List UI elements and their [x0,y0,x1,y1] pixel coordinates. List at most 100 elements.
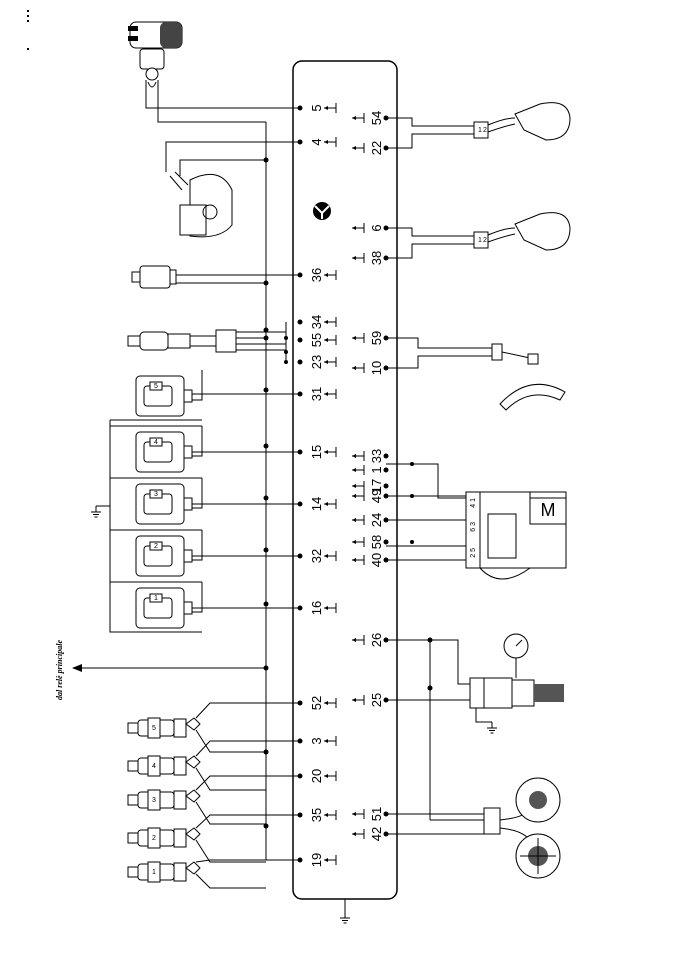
left-pin: 16 [297,601,337,615]
right-pin: 58 [351,535,389,549]
left-pin-label: 31 [309,387,324,401]
left-pin-label: 34 [309,315,324,329]
stepper-motor: M 4 1 6 3 2 5 [386,463,567,580]
coil-bus [96,420,202,633]
left-pin: 14 [297,497,337,511]
lambda-sensor [127,329,286,353]
svg-text:1: 1 [478,237,482,244]
idle-actuator [128,21,300,123]
right-pin: 22 [351,141,389,155]
right-pin-label: 33 [369,449,384,463]
coil-number: 1 [154,595,158,602]
right-pin-label: 22 [369,141,384,155]
injector-number: 4 [152,763,156,770]
fuel-injectors: 5 4 3 2 1 [127,702,300,889]
ignition-coils: 5 4 3 2 1 [110,370,300,629]
left-pin-label: 14 [309,497,324,511]
coolant-temp-sensor [131,265,300,289]
bus-junction [263,443,269,449]
right-pin: 25 [351,693,389,707]
fuel-injector: 2 [127,814,300,863]
ignition-coil: 2 [110,529,300,577]
left-pin-label: 3 [309,737,324,744]
right-pin: 1 [351,464,389,476]
injector-number: 1 [152,869,156,876]
throttle-body [165,141,300,238]
right-pin-label: 6 [369,224,384,231]
right-pin-label: 17 [369,479,384,493]
left-pin-label: 52 [309,696,324,710]
bus-junction [284,350,288,354]
svg-text:4 1: 4 1 [470,498,477,508]
ecu-ground [339,899,351,924]
right-pin-label: 25 [369,693,384,707]
left-pin-label: 4 [309,138,324,145]
left-pin-label: 16 [309,601,324,615]
bus-junction [263,547,269,553]
bus-junction [263,495,269,501]
knock-sensor-1: 1 2 [386,102,571,149]
left-pin: 34 [297,315,337,329]
left-pin: 32 [297,549,337,563]
left-pin-label: 23 [309,355,324,369]
ignition-coil: 5 [110,370,300,421]
left-pin-label: 32 [309,549,324,563]
coil-number: 3 [154,491,158,498]
right-pin-label: 1 [369,466,384,473]
right-pin-label: 38 [369,251,384,265]
svg-text:2 5: 2 5 [470,548,477,558]
svg-text:1: 1 [478,127,482,134]
fuel-injector: 5 [127,702,300,753]
fuel-injector: 1 [127,859,300,889]
bus-junction [263,327,269,333]
right-pin: 17 [351,479,389,493]
svg-text:6 3: 6 3 [470,522,477,532]
left-bus-wires [265,122,287,860]
right-pin-label: 42 [369,827,384,841]
left-pin-label: 15 [309,445,324,459]
left-pin-group: 5 4 36 34 55 23 31 15 14 32 16 52 3 20 35 19 [263,102,337,867]
left-pin-label: 35 [309,808,324,822]
fuel-injector: 3 [127,775,300,825]
left-pin: 23 [297,355,337,369]
right-pin-label: 10 [369,361,384,375]
ignition-coil: 3 [110,477,300,525]
right-pin-label: 40 [369,553,384,567]
fuel-injector: 4 [127,740,300,791]
knock-sensor-2: 1 2 [386,212,571,259]
main-relay-arrow [72,664,266,672]
pressure-sensor [386,633,564,820]
right-pin-label: 51 [369,807,384,821]
left-pin-label: 5 [309,104,324,111]
right-pin-label: 49 [369,489,384,503]
bus-junction [263,823,269,829]
injector-number: 5 [152,725,156,732]
coil-number: 4 [154,439,158,446]
left-pin-label: 55 [309,333,324,347]
coil-ground [90,505,102,518]
bus-junction [263,601,269,607]
pressure-ground [486,721,498,734]
injector-number: 3 [152,797,156,804]
right-pin: 59 [351,331,389,345]
injector-number: 2 [152,835,156,842]
left-pin-label: 36 [309,268,324,282]
coil-number: 5 [154,383,158,390]
cam-sensor [386,777,561,879]
main-relay-label: dal relè principale [55,640,64,700]
left-pin-label: 20 [309,769,324,783]
right-pin-label: 59 [369,331,384,345]
left-pin: 55 [297,333,337,347]
coil-number: 2 [154,543,158,550]
right-pin-label: 24 [369,513,384,527]
bus-junction [284,360,288,364]
ecu-logo [313,202,331,220]
right-pin-label: 26 [369,633,384,647]
right-pin-label: 58 [369,535,384,549]
right-pin: 26 [351,633,389,647]
svg-text:2: 2 [483,127,487,134]
left-pin-label: 19 [309,853,324,867]
svg-text:M: M [541,500,556,520]
right-pin-label: 54 [369,111,384,125]
